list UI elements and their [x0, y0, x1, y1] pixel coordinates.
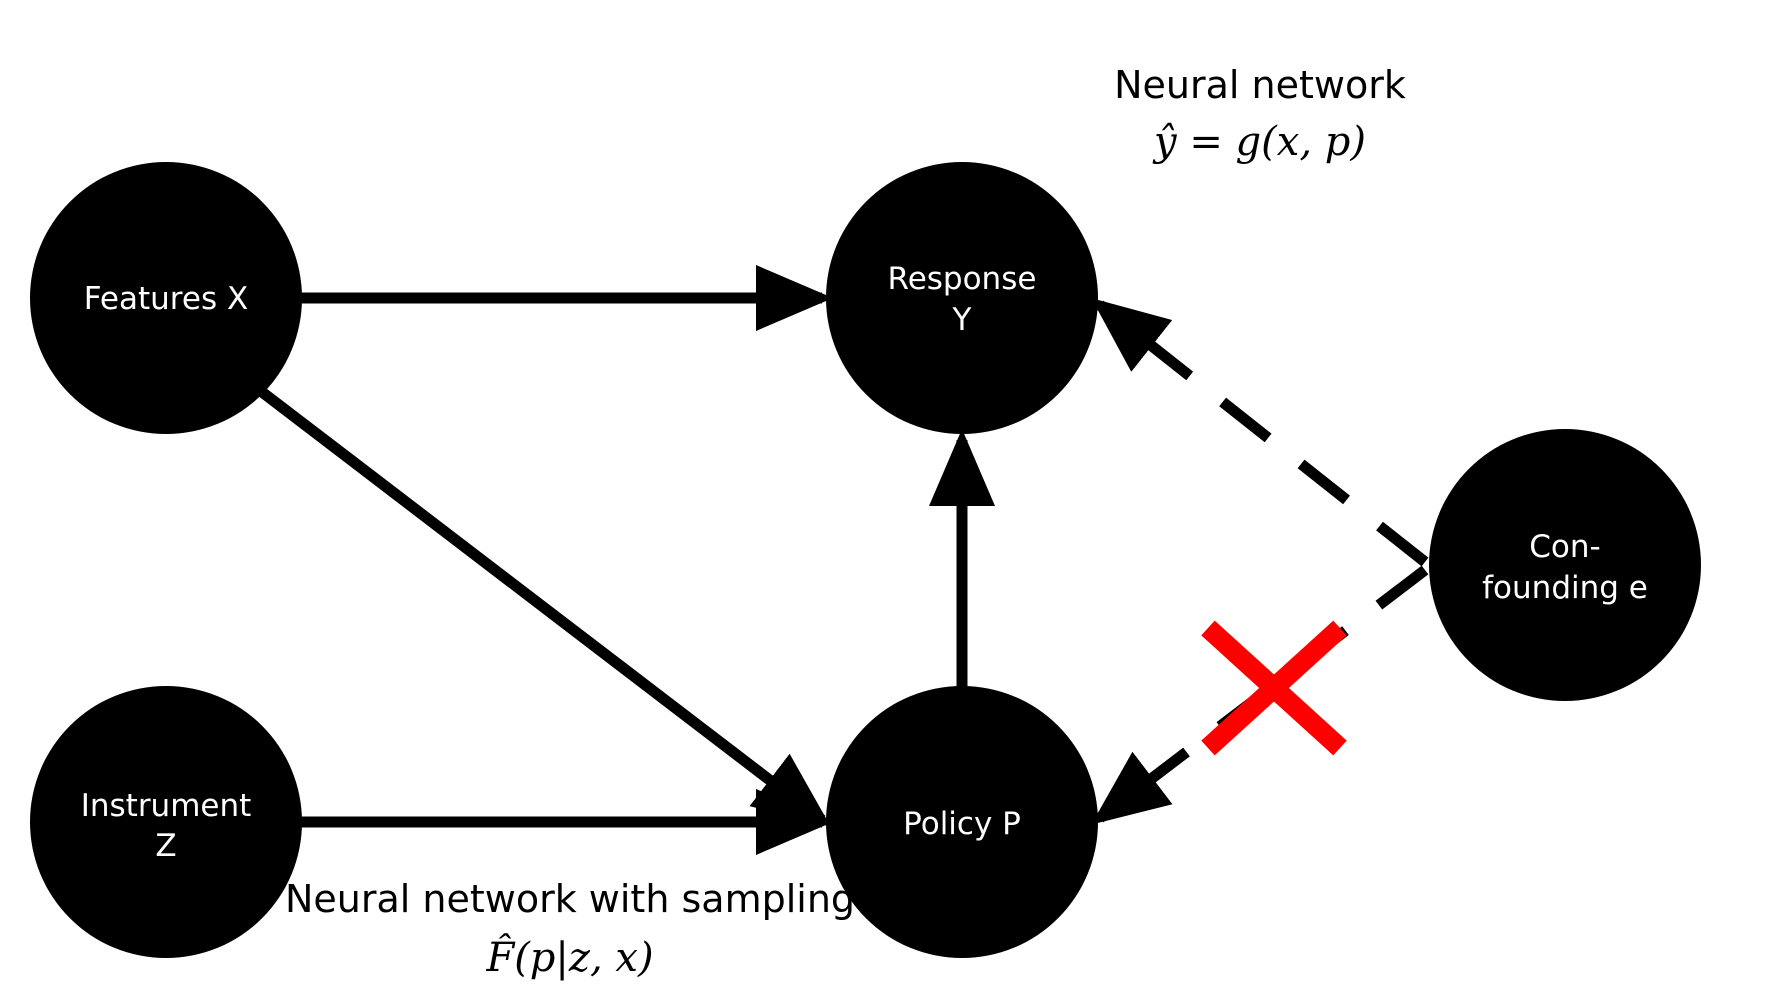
node-response-label-line2: Y	[952, 302, 972, 338]
node-instrument-label-line2: Z	[155, 828, 176, 864]
edge-confounding-to-response-dashed	[1091, 298, 1429, 567]
blocked-cross-icon	[1201, 620, 1347, 756]
node-features-label: Features X	[84, 281, 248, 317]
node-policy: Policy P	[826, 686, 1098, 958]
node-instrument: Instrument Z	[30, 686, 302, 958]
node-response-label-line1: Response	[888, 261, 1037, 297]
node-features: Features X	[30, 162, 302, 434]
bottom-annotation-formula: F̂(p|z, x)	[485, 935, 653, 981]
edge-features-to-policy	[258, 387, 831, 827]
top-annotation-title: Neural network	[1114, 63, 1406, 107]
node-policy-label: Policy P	[903, 806, 1021, 842]
node-instrument-label-line1: Instrument	[81, 788, 252, 824]
node-confounding-label-line2: founding e	[1482, 570, 1648, 606]
bottom-annotation-title: Neural network with sampling	[285, 877, 855, 921]
node-confounding: Con- founding e	[1429, 429, 1701, 701]
top-annotation-formula: ŷ = g(x, p)	[1152, 119, 1366, 165]
node-confounding-label-line1: Con-	[1529, 529, 1600, 565]
node-response: Response Y	[826, 162, 1098, 434]
